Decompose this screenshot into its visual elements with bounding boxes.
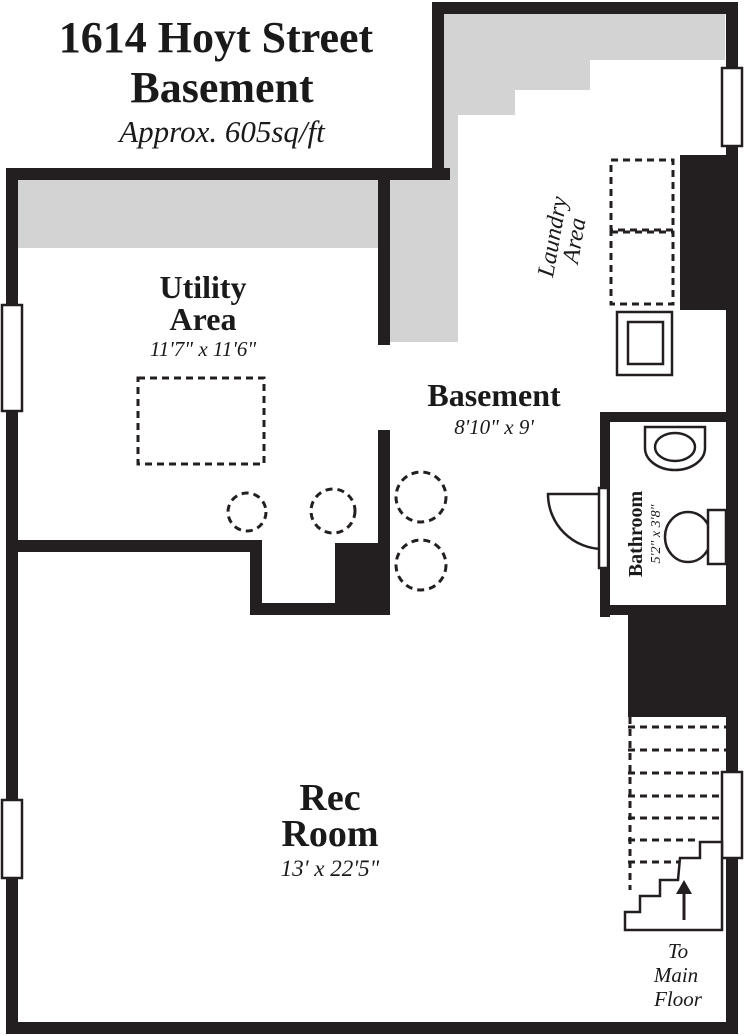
tank-outline-1: [226, 491, 268, 533]
toilet-bowl-icon: [663, 510, 713, 564]
wall-top-notch: [432, 2, 444, 180]
plan-title: 1614 Hoyt Street: [59, 13, 374, 62]
wall-utility-bottom: [18, 540, 262, 552]
stairs-label-line1: To: [668, 939, 688, 963]
laundry-bottom-wall: [600, 412, 726, 422]
window-right-lower: [720, 770, 744, 860]
bathroom-dimensions: 5'2" x 3'8": [649, 504, 664, 563]
column-block: [335, 543, 380, 608]
rec-name-line2: Room: [281, 813, 378, 855]
laundry-wall-block: [680, 155, 726, 310]
laundry-sink-basin: [626, 320, 665, 366]
plan-area: Approx. 605sq/ft: [117, 114, 326, 149]
tank-outline-2: [309, 487, 357, 535]
window-left-lower: [0, 798, 24, 880]
wall-top-right: [432, 2, 736, 14]
stair-wall-block: [628, 605, 726, 717]
bathroom-name: Bathroom: [625, 491, 647, 578]
tank-outline-4: [394, 538, 448, 592]
bath-door-swing: [546, 492, 605, 551]
utility-gray-column: [390, 182, 458, 342]
utility-name-line2: Area: [170, 301, 237, 337]
wall-right: [726, 2, 738, 1034]
basement-name: Basement: [427, 377, 561, 413]
bath-door-icon: [597, 486, 610, 570]
rec-dimensions: 13' x 22'5": [281, 856, 380, 881]
basement-dimensions: 8'10" x 9': [454, 415, 534, 439]
stairs-icon: [623, 717, 726, 932]
wall-basement-divider: [378, 430, 390, 615]
tank-outline-3: [394, 470, 448, 524]
stairs-label-line2: Main: [653, 963, 698, 987]
utility-name-line1: Utility: [159, 269, 246, 305]
bath-sink-basin: [653, 431, 697, 463]
wall-top-left: [6, 168, 450, 180]
dryer-outline: [609, 230, 675, 306]
wall-bottom: [6, 1022, 738, 1034]
wall-utility-right: [378, 180, 390, 345]
wall-utility-step-left: [250, 540, 262, 615]
wall-left: [6, 168, 18, 1034]
window-right-top: [720, 66, 744, 148]
plan-subtitle: Basement: [130, 63, 314, 112]
furnace-outline: [136, 376, 266, 466]
utility-shelf-gray: [16, 180, 378, 248]
corridor-gray: [390, 14, 725, 182]
window-left-upper: [0, 303, 24, 413]
washer-outline: [609, 158, 675, 232]
stairs-label-line3: Floor: [653, 987, 703, 1011]
utility-dimensions: 11'7" x 11'6": [150, 337, 257, 361]
rec-name-line1: Rec: [299, 777, 360, 819]
toilet-tank-icon: [706, 508, 728, 566]
